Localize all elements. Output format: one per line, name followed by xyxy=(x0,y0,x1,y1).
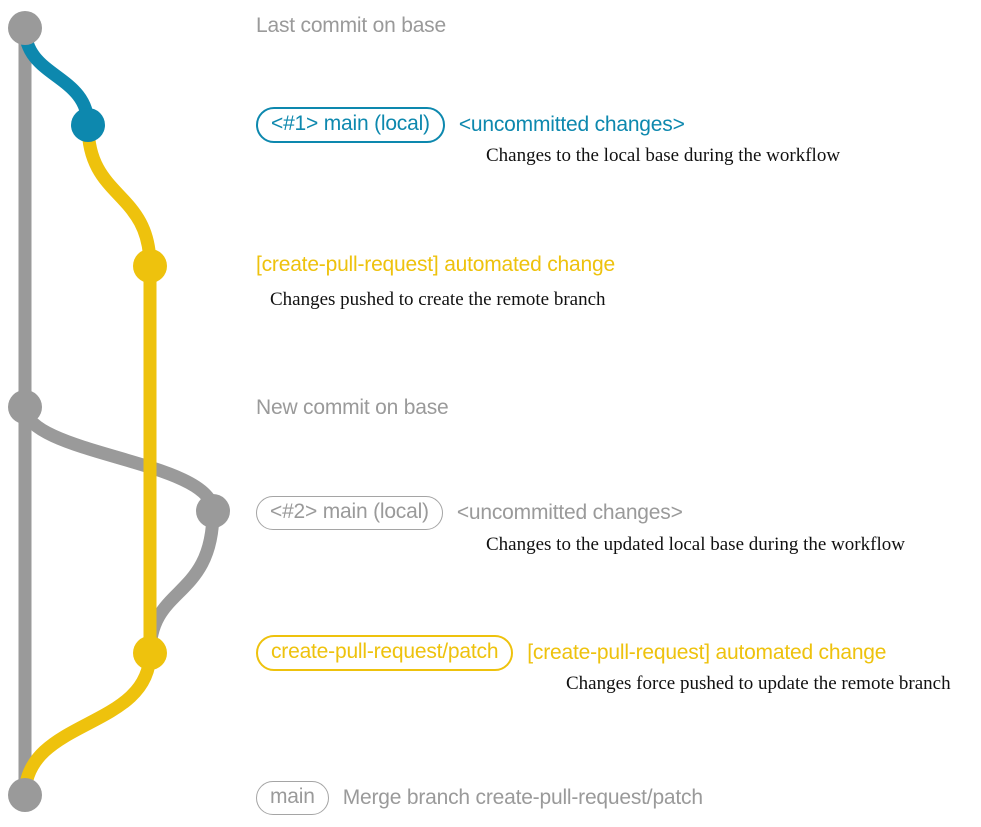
commit-message-remote-commit-1: [create-pull-request] automated change xyxy=(256,253,615,276)
commit-message-last-commit-on-base: Last commit on base xyxy=(256,14,446,37)
commit-message-local-commit-1: <uncommitted changes> xyxy=(458,113,685,136)
commit-note-remote-commit-2: Changes force pushed to update the remot… xyxy=(566,673,951,694)
commit-note-local-commit-1: Changes to the local base during the wor… xyxy=(486,145,841,166)
commit-message-remote-commit-2: [create-pull-request] automated change xyxy=(527,641,887,664)
branch-ref-pill-main-local-2[interactable]: <#2> main (local) xyxy=(256,496,443,530)
commit-node-merge[interactable] xyxy=(8,778,42,812)
commit-row-merge-commit: main Merge branch create-pull-request/pa… xyxy=(256,781,703,815)
commit-message-merge-commit: Merge branch create-pull-request/patch xyxy=(342,786,703,809)
commit-node-base-new[interactable] xyxy=(8,390,42,424)
commit-message-new-commit-on-base: New commit on base xyxy=(256,396,449,419)
commit-node-base-head[interactable] xyxy=(8,11,42,45)
branch-ref-pill-main-local-1[interactable]: <#1> main (local) xyxy=(256,107,445,143)
commit-row-local-commit-2: <#2> main (local) <uncommitted changes> xyxy=(256,496,683,530)
commit-row-local-commit-1: <#1> main (local) <uncommitted changes> xyxy=(256,107,685,143)
commit-node-local-2[interactable] xyxy=(196,494,230,528)
edge-local1-to-remote1 xyxy=(81,118,157,273)
commit-node-local-1[interactable] xyxy=(71,108,105,142)
commit-row-remote-commit-2: create-pull-request/patch [create-pull-r… xyxy=(256,635,886,671)
branch-ref-pill-create-pull-request-patch[interactable]: create-pull-request/patch xyxy=(256,635,514,671)
commit-note-local-commit-2: Changes to the updated local base during… xyxy=(486,534,905,555)
commit-node-remote-1[interactable] xyxy=(133,249,167,283)
edge-remote2-to-merge xyxy=(18,646,157,802)
commit-node-remote-2[interactable] xyxy=(133,636,167,670)
edge-base-to-local2 xyxy=(18,400,220,518)
commit-message-local-commit-2: <uncommitted changes> xyxy=(456,501,683,524)
branch-ref-pill-main[interactable]: main xyxy=(256,781,329,815)
commit-note-remote-commit-1: Changes pushed to create the remote bran… xyxy=(270,289,606,310)
